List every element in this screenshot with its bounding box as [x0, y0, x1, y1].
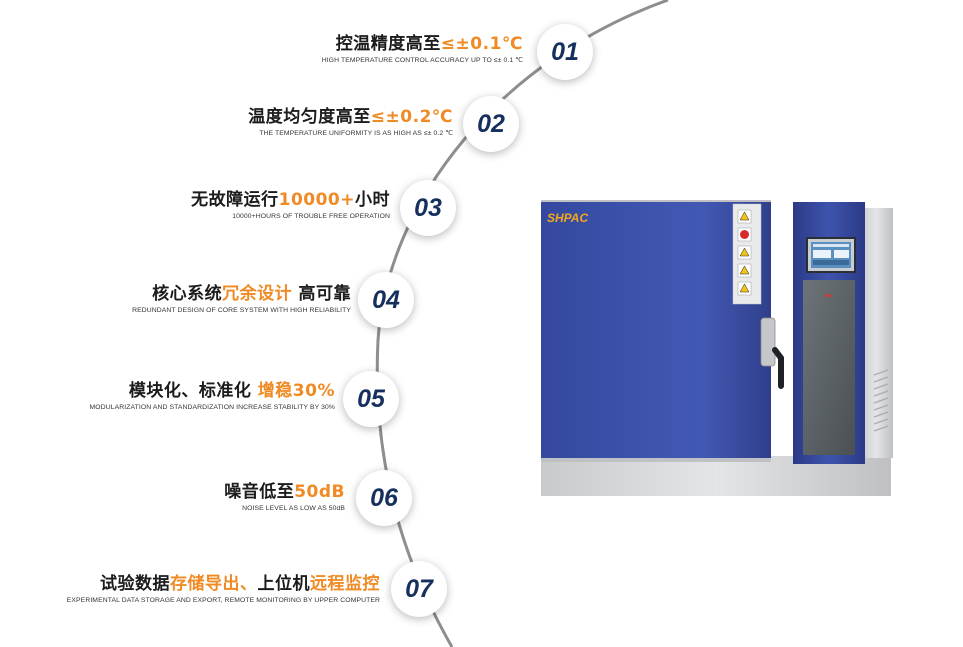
feature-number: 06: [370, 483, 398, 512]
feature-subtitle: HIGH TEMPERATURE CONTROL ACCURACY UP TO …: [321, 57, 523, 64]
feature-subtitle: MODULARIZATION AND STANDARDIZATION INCRE…: [89, 404, 335, 411]
feature-item-07: 试验数据存储导出、上位机远程监控 EXPERIMENTAL DATA STORA…: [67, 573, 380, 606]
brand-logo: SHPAC: [547, 211, 588, 225]
feature-title-text: 控温精度高至: [335, 34, 441, 54]
feature-title-suffix: 小时: [355, 190, 390, 210]
feature-number: 02: [477, 109, 505, 138]
feature-number: 05: [357, 384, 385, 413]
door-handle: [772, 347, 784, 389]
feature-title: 无故障运行10000+小时: [191, 189, 390, 211]
feature-title-text: 噪音低至: [224, 482, 295, 502]
feature-item-06: 噪音低至50dB NOISE LEVEL AS LOW AS 50dB: [224, 481, 345, 514]
feature-title-text: 试验数据: [100, 574, 170, 594]
feature-item-05: 模块化、标准化 增稳30% MODULARIZATION AND STANDAR…: [90, 380, 335, 413]
feature-title-highlight: 冗余设计: [222, 284, 293, 304]
feature-subtitle: 10000+HOURS OF TROUBLE FREE OPERATION: [232, 213, 390, 220]
feature-number-badge-03: 03: [400, 180, 456, 236]
feature-title-text: 模块化、标准化: [128, 381, 258, 401]
feature-title: 控温精度高至≤±0.1℃: [322, 33, 523, 55]
feature-title: 噪音低至50dB: [224, 481, 345, 503]
feature-title-highlight: ≤±0.1℃: [440, 34, 523, 54]
power-indicator: [825, 294, 831, 297]
feature-subtitle: EXPERIMENTAL DATA STORAGE AND EXPORT, RE…: [66, 597, 380, 604]
feature-item-04: 核心系统冗余设计 高可靠 REDUNDANT DESIGN OF CORE SY…: [132, 283, 351, 316]
side-vent-grille: [873, 369, 889, 432]
feature-item-02: 温度均匀度高至≤±0.2℃ THE TEMPERATURE UNIFORMITY…: [248, 106, 453, 139]
feature-title: 温度均匀度高至≤±0.2℃: [248, 106, 453, 128]
feature-title-text: 无故障运行: [191, 190, 279, 210]
feature-title-highlight: 增稳30%: [257, 381, 335, 401]
feature-title-highlight: 50dB: [294, 482, 345, 502]
feature-subtitle: REDUNDANT DESIGN OF CORE SYSTEM WITH HIG…: [132, 307, 351, 314]
test-chamber-image: SHPAC: [541, 200, 893, 496]
feature-item-01: 控温精度高至≤±0.1℃ HIGH TEMPERATURE CONTROL AC…: [322, 33, 523, 66]
feature-title-suffix: 高可靠: [292, 284, 351, 304]
warning-labels: [737, 209, 752, 296]
feature-number-badge-05: 05: [343, 371, 399, 427]
feature-number: 03: [414, 193, 442, 222]
feature-subtitle: THE TEMPERATURE UNIFORMITY IS AS HIGH AS…: [259, 130, 453, 137]
feature-number-badge-06: 06: [356, 470, 412, 526]
feature-title-highlight: 10000+: [278, 190, 355, 210]
control-panel-glass: [803, 280, 855, 455]
feature-item-03: 无故障运行10000+小时 10000+HOURS OF TROUBLE FRE…: [191, 189, 390, 222]
feature-number-badge-02: 02: [463, 96, 519, 152]
feature-title: 试验数据存储导出、上位机远程监控: [67, 573, 380, 595]
feature-title-text: 上位机: [257, 574, 310, 594]
feature-number: 07: [405, 574, 433, 603]
feature-number-badge-04: 04: [358, 272, 414, 328]
chamber-door: [541, 202, 771, 458]
feature-number-badge-01: 01: [537, 24, 593, 80]
feature-title-highlight: ≤±0.2℃: [370, 107, 453, 127]
feature-number-badge-07: 07: [391, 561, 447, 617]
feature-title-text: 温度均匀度高至: [248, 107, 371, 127]
feature-subtitle: NOISE LEVEL AS LOW AS 50dB: [242, 505, 345, 512]
feature-title-text: 核心系统: [152, 284, 223, 304]
feature-number: 01: [551, 37, 579, 66]
feature-title-highlight: 远程监控: [310, 574, 380, 594]
feature-title: 模块化、标准化 增稳30%: [90, 380, 335, 402]
feature-title: 核心系统冗余设计 高可靠: [132, 283, 351, 305]
feature-title-highlight: 存储导出、: [170, 574, 258, 594]
feature-number: 04: [372, 285, 400, 314]
door-latch: [760, 317, 776, 367]
